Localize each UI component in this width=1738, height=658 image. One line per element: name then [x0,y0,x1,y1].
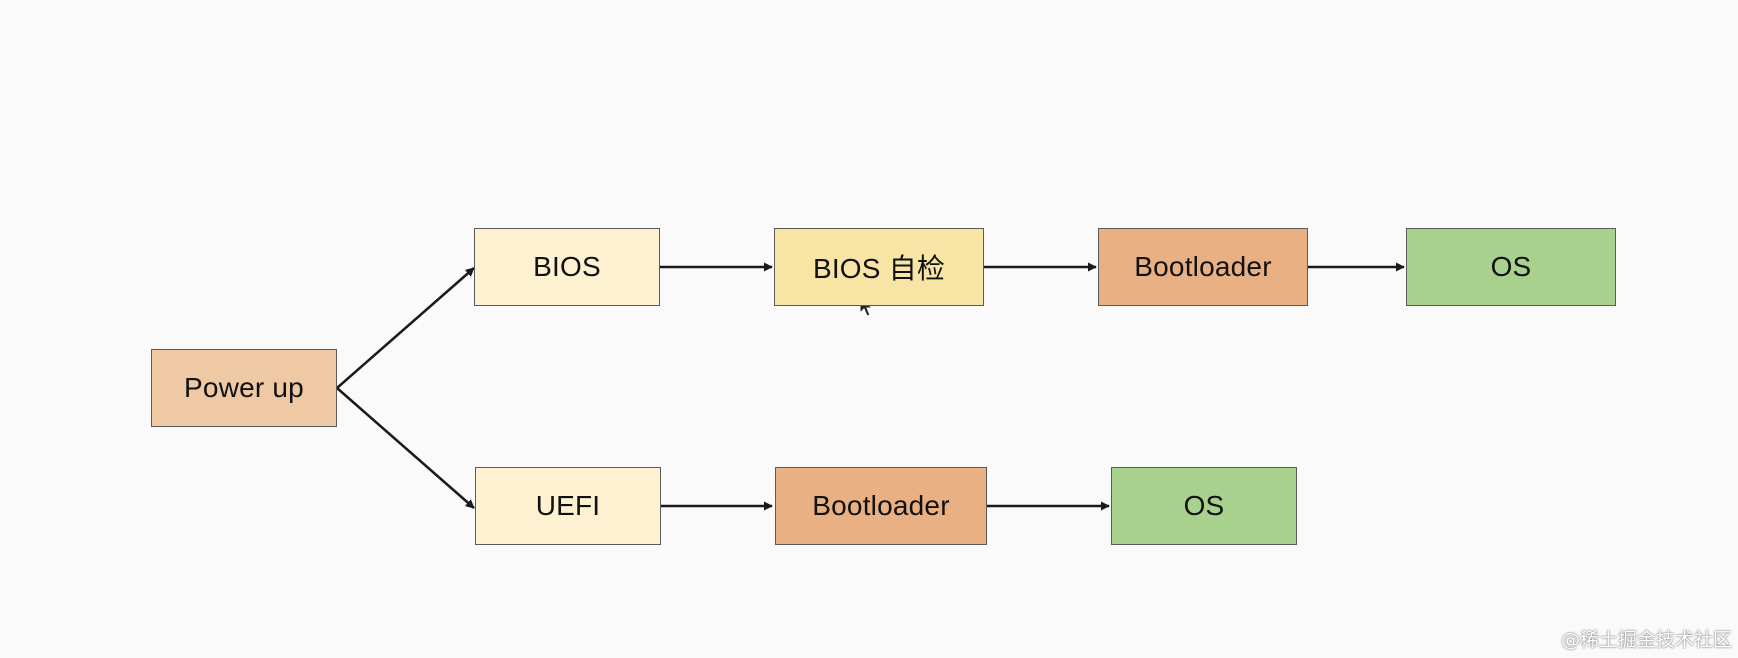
arrow-power-up-to-uefi [336,387,475,509]
flow-arrows [336,262,1405,511]
bios-bootloader-node: Bootloader [1098,228,1308,306]
arrow-power-up-to-bios [336,267,475,389]
power-up-node: Power up [151,349,337,427]
bios-selftest-node: BIOS 自检 [774,228,984,306]
bios-os-node: OS [1406,228,1616,306]
uefi-node: UEFI [475,467,661,545]
site-watermark: @稀土掘金技术社区 [1560,629,1732,651]
uefi-os-node: OS [1111,467,1297,545]
bios-node: BIOS [474,228,660,306]
uefi-bootloader-node: Bootloader [775,467,987,545]
